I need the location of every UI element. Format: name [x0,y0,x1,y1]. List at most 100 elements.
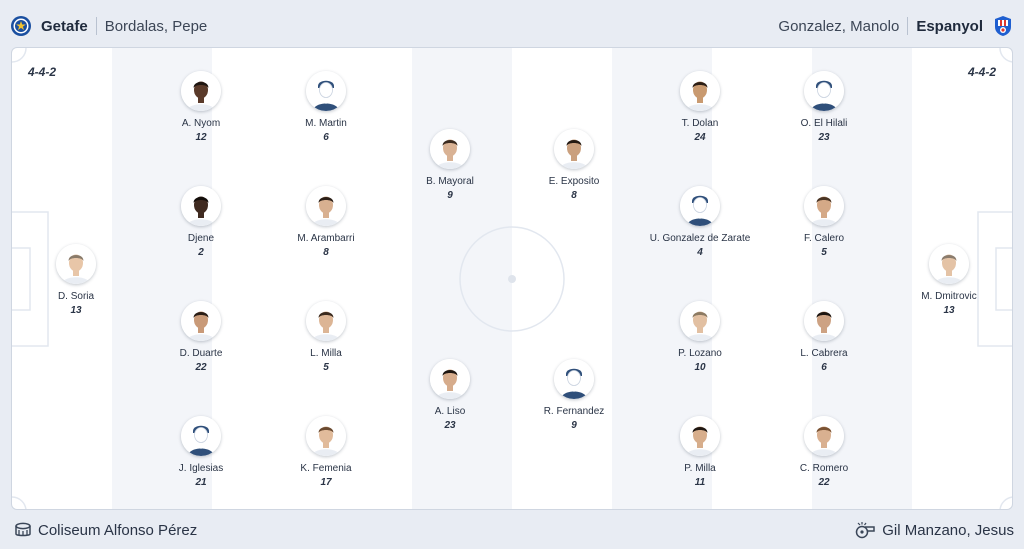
player-name: A. Nyom [181,118,221,129]
player-number: 6 [323,132,329,143]
player-name: B. Mayoral [426,176,474,187]
player-card[interactable]: M. Arambarri 8 [261,186,391,259]
player-number: 9 [447,190,453,201]
header-divider [907,17,909,35]
default-avatar-icon [181,416,221,456]
player-number: 17 [320,477,332,488]
player-name: P. Milla [684,463,716,474]
player-photo [181,186,221,226]
pitch-stripe [412,48,512,509]
player-name: Djene [187,233,215,244]
player-number: 8 [323,247,329,258]
player-photo [181,301,221,341]
player-photo [804,301,844,341]
player-number: 10 [694,362,706,373]
player-card[interactable]: E. Exposito 8 [509,129,639,202]
player-name: D. Duarte [179,348,223,359]
match-header: Getafe Bordalas, Pepe Gonzalez, Manolo E… [0,0,1024,50]
player-name: R. Fernandez [543,406,605,417]
player-photo [554,129,594,169]
player-number: 21 [195,477,207,488]
player-number: 9 [571,420,577,431]
player-card[interactable]: D. Soria 13 [12,244,141,317]
home-team-info: Getafe Bordalas, Pepe [10,14,207,38]
player-photo [929,244,969,284]
player-card[interactable]: B. Mayoral 9 [385,129,515,202]
player-card[interactable]: U. Gonzalez de Zarate 4 [635,186,765,259]
player-card[interactable]: O. El Hilali 23 [759,71,889,144]
home-team-name[interactable]: Getafe [41,17,88,35]
home-formation: 4-4-2 [28,65,57,79]
player-card[interactable]: L. Milla 5 [261,301,391,374]
player-photo [430,359,470,399]
default-avatar-icon [554,359,594,399]
player-number: 5 [821,247,827,258]
player-card[interactable]: F. Calero 5 [759,186,889,259]
player-name: A. Liso [434,406,466,417]
player-number: 13 [943,305,955,316]
player-number: 13 [70,305,82,316]
player-name: O. El Hilali [800,118,848,129]
player-name: F. Calero [803,233,844,244]
player-photo [804,186,844,226]
player-photo [680,416,720,456]
player-number: 12 [195,132,207,143]
whistle-icon [856,522,876,539]
default-avatar-icon [306,71,346,111]
player-name: M. Dmitrovic [921,291,977,302]
player-name: K. Femenia [300,463,352,474]
player-name: E. Exposito [548,176,600,187]
player-number: 23 [818,132,830,143]
player-card[interactable]: P. Milla 11 [635,416,765,489]
player-card[interactable]: D. Duarte 22 [136,301,266,374]
player-photo [306,301,346,341]
header-divider [95,17,97,35]
referee-name: Gil Manzano, Jesus [882,521,1014,539]
player-number: 5 [323,362,329,373]
player-card[interactable]: M. Martin 6 [261,71,391,144]
player-name: T. Dolan [681,118,719,129]
pitch-markings [12,48,1012,509]
player-name: L. Milla [310,348,342,359]
player-photo [306,416,346,456]
home-coach-name: Bordalas, Pepe [104,17,208,35]
away-formation: 4-4-2 [967,65,996,79]
player-number: 11 [694,477,706,488]
away-team-info: Gonzalez, Manolo Espanyol [778,14,1014,38]
player-name: M. Arambarri [297,233,355,244]
player-photo [680,71,720,111]
player-photo [56,244,96,284]
player-photo [430,129,470,169]
away-coach-name: Gonzalez, Manolo [778,17,900,35]
player-name: U. Gonzalez de Zarate [649,233,751,244]
player-name: M. Martin [305,118,347,129]
player-card[interactable]: Djene 2 [136,186,266,259]
player-card[interactable]: M. Dmitrovic 13 [884,244,1012,317]
player-number: 23 [444,420,456,431]
player-number: 22 [195,362,207,373]
player-card[interactable]: A. Liso 23 [385,359,515,432]
player-number: 4 [697,247,703,258]
player-card[interactable]: A. Nyom 12 [136,71,266,144]
player-number: 8 [571,190,577,201]
player-number: 22 [818,477,830,488]
player-card[interactable]: R. Fernandez 9 [509,359,639,432]
player-number: 2 [198,247,204,258]
referee-info: Gil Manzano, Jesus [854,520,1014,540]
away-team-name[interactable]: Espanyol [916,17,983,35]
stadium-info: Coliseum Alfonso Pérez [14,520,197,540]
player-name: D. Soria [57,291,95,302]
player-photo [181,71,221,111]
default-avatar-icon [680,186,720,226]
player-card[interactable]: K. Femenia 17 [261,416,391,489]
stadium-name: Coliseum Alfonso Pérez [38,521,198,539]
stadium-icon [15,522,31,537]
espanyol-crest-icon [995,16,1011,36]
player-name: L. Cabrera [800,348,848,359]
